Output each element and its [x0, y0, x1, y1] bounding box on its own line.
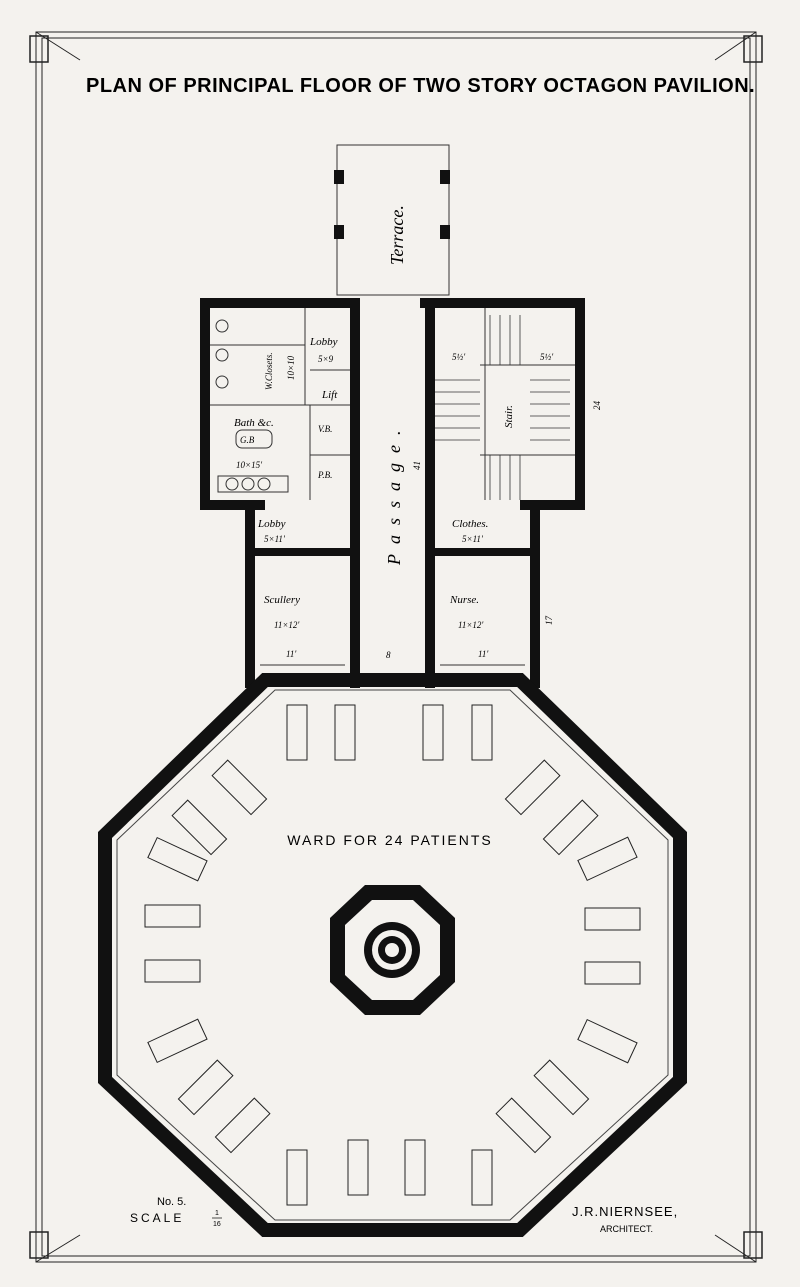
passage-width: 8 — [386, 650, 391, 660]
stair — [435, 315, 570, 500]
lobby-top-label: Lobby — [309, 336, 338, 348]
central-stove-icon — [330, 885, 455, 1015]
scullery-dim: 11×12' — [274, 620, 300, 630]
dim-17: 17 — [544, 616, 554, 626]
passage-label: Passage. — [384, 421, 404, 567]
scale-denominator: 16 — [213, 1221, 221, 1228]
page-border — [35, 31, 757, 1263]
ward-label: WARD FOR 24 PATIENTS — [287, 832, 492, 848]
architect-title: ARCHITECT. — [600, 1224, 653, 1234]
upper-wing-walls — [200, 298, 585, 688]
lower-wing-walls — [245, 510, 540, 688]
wc-label: W.Closets. — [264, 352, 274, 390]
lobby-top-dim: 5×9 — [318, 354, 334, 364]
scullery-label: Scullery — [264, 594, 300, 606]
vb-label: V.B. — [318, 424, 332, 434]
terrace-label: Terrace. — [387, 205, 407, 265]
terrace: Terrace. — [334, 144, 450, 296]
wc-dim: 10×10 — [286, 355, 296, 380]
corner-ornament-icon — [29, 35, 763, 1259]
stair-dim-right: 5½' — [540, 352, 554, 362]
scale-numerator: 1 — [215, 1210, 219, 1217]
lift-label: Lift — [321, 389, 338, 401]
bath-dim: 10×15' — [236, 460, 263, 470]
ward-beds — [144, 704, 641, 1206]
stair-dim-left: 5½' — [452, 352, 466, 362]
plan-title: PLAN OF PRINCIPAL FLOOR OF TWO STORY OCT… — [86, 75, 755, 97]
dim-24: 24 — [592, 401, 602, 411]
stair-label: Stair. — [503, 405, 515, 428]
nurse-width: 11' — [478, 649, 489, 659]
lobby-bottom-dim: 5×11' — [264, 534, 286, 544]
nurse-label: Nurse. — [449, 594, 479, 606]
wc-fixtures — [215, 319, 289, 493]
upper-wing-outline — [210, 308, 575, 500]
plan-number: No. 5. — [157, 1196, 186, 1208]
bath-gb-label: G.B — [240, 435, 255, 445]
nurse-dim: 11×12' — [458, 620, 484, 630]
lobby-bottom-label: Lobby — [257, 518, 286, 530]
architect-name: J.R.NIERNSEE, — [572, 1204, 678, 1219]
bath-label: Bath &c. — [234, 417, 274, 429]
scullery-width: 11' — [286, 649, 297, 659]
scale-word: SCALE — [130, 1211, 184, 1225]
clothes-label: Clothes. — [452, 518, 488, 530]
clothes-dim: 5×11' — [462, 534, 484, 544]
pb-label: P.B. — [317, 470, 332, 480]
octagon-ward — [98, 673, 687, 1237]
passage-length: 41 — [412, 461, 422, 470]
